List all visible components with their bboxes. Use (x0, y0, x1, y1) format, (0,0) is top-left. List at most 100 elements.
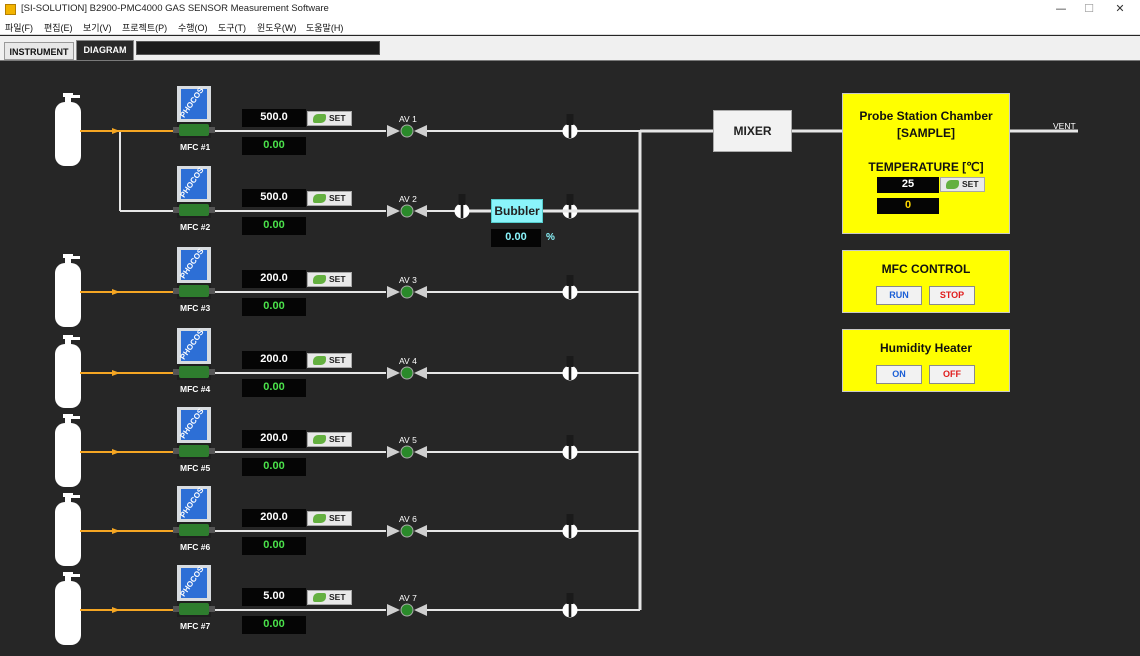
mfc-control-title: MFC CONTROL (881, 262, 971, 276)
menu-window[interactable]: 윈도우(W) (257, 23, 297, 33)
mfc-setpoint[interactable]: 500.0 (242, 109, 306, 127)
mfc-row (55, 327, 640, 408)
mfc-set-button[interactable]: SET (307, 511, 352, 526)
tab-status-field (136, 41, 380, 55)
valve-label: AV 1 (399, 114, 417, 124)
mfc-device-icon (173, 327, 215, 380)
mfc-set-button[interactable]: SET (307, 432, 352, 447)
tab-strip: INSTRUMENT DIAGRAM (0, 36, 1140, 60)
menu-edit[interactable]: 편집(E) (44, 23, 73, 33)
air-valve-icon[interactable] (386, 445, 428, 459)
temperature-reading: 0 (877, 198, 939, 214)
set-label: SET (329, 592, 346, 602)
flow-arrow-icon (112, 370, 120, 376)
mfc-reading: 0.00 (242, 616, 306, 634)
mfc-label: MFC #1 (180, 142, 211, 152)
heater-off-button[interactable]: OFF (929, 365, 975, 384)
air-valve-icon[interactable] (386, 204, 428, 218)
mfc-row (55, 485, 640, 566)
bubbler-box[interactable]: Bubbler (491, 199, 543, 223)
tab-instrument[interactable]: INSTRUMENT (4, 42, 74, 60)
mfc-setpoint[interactable]: 200.0 (242, 430, 306, 448)
gas-cylinder-icon (55, 335, 81, 408)
mfc-device-icon (173, 246, 215, 299)
mfc-control-panel: MFC CONTROL RUN STOP (842, 250, 1010, 313)
mfc-setpoint[interactable]: 200.0 (242, 270, 306, 288)
mfc-row (55, 85, 640, 166)
run-button[interactable]: RUN (876, 286, 922, 305)
flow-arrow-icon (112, 128, 120, 134)
check-valve-icon (562, 435, 578, 460)
bubbler-unit: % (546, 232, 555, 243)
temperature-set-button[interactable]: SET (940, 177, 985, 192)
temperature-setpoint[interactable]: 25 (877, 177, 939, 193)
mfc-device-icon (173, 406, 215, 459)
mfc-row (55, 564, 640, 645)
check-valve-icon (562, 275, 578, 300)
flow-arrow-icon (112, 528, 120, 534)
menu-tools[interactable]: 도구(T) (218, 23, 247, 33)
mfc-label: MFC #5 (180, 463, 211, 473)
mfc-reading: 0.00 (242, 537, 306, 555)
mfc-label: MFC #4 (180, 384, 211, 394)
recycle-icon (313, 593, 326, 602)
menu-project[interactable]: 프로젝트(P) (122, 23, 168, 33)
mfc-set-button[interactable]: SET (307, 272, 352, 287)
mfc-reading: 0.00 (242, 298, 306, 316)
valve-label: AV 2 (399, 194, 417, 204)
humidity-heater-title: Humidity Heater (879, 341, 973, 355)
recycle-icon (313, 435, 326, 444)
valve-label: AV 6 (399, 514, 417, 524)
mfc-set-button[interactable]: SET (307, 353, 352, 368)
heater-on-button[interactable]: ON (876, 365, 922, 384)
bubbler-value: 0.00 (491, 229, 541, 247)
mfc-setpoint[interactable]: 200.0 (242, 351, 306, 369)
menu-operate[interactable]: 수행(O) (178, 23, 208, 33)
menu-view[interactable]: 보기(V) (83, 23, 112, 33)
check-valve-icon (562, 114, 578, 139)
minimize-button[interactable]: — (1055, 2, 1067, 15)
air-valve-icon[interactable] (386, 366, 428, 380)
mfc-setpoint[interactable]: 5.00 (242, 588, 306, 606)
mfc-device-icon (173, 485, 215, 538)
mfc-set-button[interactable]: SET (307, 111, 352, 126)
check-valve-icon (562, 514, 578, 539)
mfc-label: MFC #6 (180, 542, 211, 552)
maximize-button[interactable]: ☐ (1084, 2, 1094, 15)
mfc-device-icon (173, 564, 215, 617)
set-label: SET (329, 113, 346, 123)
tab-diagram[interactable]: DIAGRAM (76, 40, 134, 60)
set-label: SET (962, 179, 979, 189)
air-valve-icon[interactable] (386, 524, 428, 538)
temperature-label: TEMPERATURE [℃] (868, 160, 984, 174)
stop-button[interactable]: STOP (929, 286, 975, 305)
flow-arrow-icon (112, 607, 120, 613)
recycle-icon (313, 114, 326, 123)
window-title: [SI-SOLUTION] B2900-PMC4000 GAS SENSOR M… (21, 3, 329, 14)
chamber-subtitle: [SAMPLE] (897, 126, 955, 140)
mfc-device-icon (173, 165, 215, 218)
mfc-setpoint[interactable]: 500.0 (242, 189, 306, 207)
close-button[interactable]: ✕ (1115, 2, 1125, 15)
menu-file[interactable]: 파일(F) (5, 23, 34, 33)
gas-cylinder-icon (55, 93, 81, 166)
mfc-setpoint[interactable]: 200.0 (242, 509, 306, 527)
app-icon (5, 4, 16, 15)
mfc-set-button[interactable]: SET (307, 590, 352, 605)
air-valve-icon[interactable] (386, 124, 428, 138)
air-valve-icon[interactable] (386, 285, 428, 299)
check-valve-icon (562, 194, 578, 219)
mfc-reading: 0.00 (242, 217, 306, 235)
mfc-set-button[interactable]: SET (307, 191, 352, 206)
mfc-label: MFC #3 (180, 303, 211, 313)
valve-label: AV 5 (399, 435, 417, 445)
chamber-title: Probe Station Chamber (859, 109, 993, 123)
mfc-label: MFC #7 (180, 621, 211, 631)
gas-cylinder-icon (55, 414, 81, 487)
mixer-box: MIXER (713, 110, 792, 152)
set-label: SET (329, 274, 346, 284)
menu-bar: 파일(F) 편집(E) 보기(V) 프로젝트(P) 수행(O) 도구(T) 윈도… (0, 19, 1140, 35)
air-valve-icon[interactable] (386, 603, 428, 617)
menu-help[interactable]: 도움말(H) (306, 23, 344, 33)
